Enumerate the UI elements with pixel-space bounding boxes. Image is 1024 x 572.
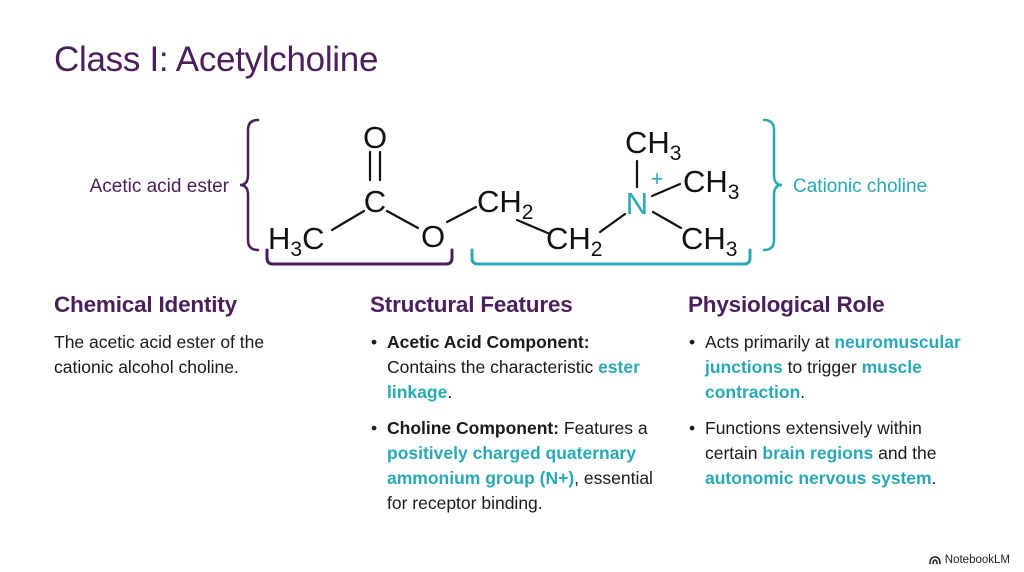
structural-features-column: Structural Features Acetic Acid Componen… (370, 292, 660, 527)
chemical-identity-text: The acetic acid ester of the cationic al… (54, 332, 265, 377)
atom-ch2-second: CH2 (546, 221, 602, 261)
atom-o-ester: O (421, 219, 445, 254)
positive-charge: + (651, 166, 664, 191)
neuromuscular-junctions-highlight: neuromuscular junctions (705, 332, 961, 377)
notebooklm-logo-icon (928, 556, 941, 565)
acetic-acid-ester-label: Acetic acid ester (90, 176, 230, 197)
atom-ch3-right: CH3 (683, 164, 739, 204)
muscle-contraction-highlight: muscle contraction (705, 357, 922, 402)
acetylcholine-structure-diagram: Acetic acid ester Cationic choline O C H… (90, 118, 927, 266)
bond-carbonyl-oxygen (385, 209, 420, 230)
page-title: Class I: Acetylcholine (54, 40, 379, 79)
acetic-acid-component-label: Acetic Acid Component: (387, 332, 590, 352)
bond-lines (330, 150, 683, 236)
choline-component-label: Choline Component: (387, 418, 560, 438)
quaternary-ammonium-highlight: positively charged quaternary ammonium g… (387, 443, 636, 488)
autonomic-nervous-system-highlight: autonomic nervous system (705, 468, 932, 488)
cationic-choline-label: Cationic choline (793, 176, 927, 197)
bond-ch2-ch2 (515, 218, 552, 236)
structural-features-list: Acetic Acid Component: Contains the char… (370, 330, 660, 516)
chemical-identity-column: Chemical Identity The acetic acid ester … (54, 292, 324, 380)
bond-ch2-nitrogen (598, 212, 627, 234)
list-item: Choline Component: Features a positively… (370, 416, 660, 516)
atom-o-carbonyl: O (363, 120, 387, 155)
notebooklm-label: NotebookLM (944, 554, 1010, 566)
structural-features-heading: Structural Features (370, 292, 573, 317)
ester-linkage-highlight: ester linkage (387, 357, 640, 402)
atom-c-carbonyl: C (364, 184, 386, 219)
chemical-identity-heading: Chemical Identity (54, 292, 237, 317)
bond-oxygen-ch2 (445, 205, 478, 224)
physiological-role-list: Acts primarily at neuromuscular junction… (688, 330, 978, 491)
atom-ch2-first: CH2 (477, 184, 533, 224)
bond-nitrogen-ch3-bottom (651, 210, 683, 230)
notebooklm-badge[interactable]: NotebookLM (928, 554, 1010, 566)
atom-h3c: H3C (268, 221, 324, 261)
physiological-role-heading: Physiological Role (688, 292, 885, 317)
atom-ch3-top: CH3 (625, 125, 681, 165)
acetic-ester-bracket (265, 248, 454, 266)
list-item: Acts primarily at neuromuscular junction… (688, 330, 978, 405)
choline-bracket (470, 248, 752, 266)
atom-ch3-bottom: CH3 (681, 221, 737, 261)
list-item: Acetic Acid Component: Contains the char… (370, 330, 660, 405)
right-curly-brace (762, 118, 783, 252)
brain-regions-highlight: brain regions (762, 443, 874, 463)
atom-n-quaternary: N (626, 186, 648, 221)
list-item: Functions extensively within certain bra… (688, 416, 978, 491)
left-curly-brace (239, 118, 260, 252)
physiological-role-column: Physiological Role Acts primarily at neu… (688, 292, 978, 502)
bond-methyl-carbonyl (330, 209, 366, 232)
bond-nitrogen-ch3-right (650, 182, 682, 198)
